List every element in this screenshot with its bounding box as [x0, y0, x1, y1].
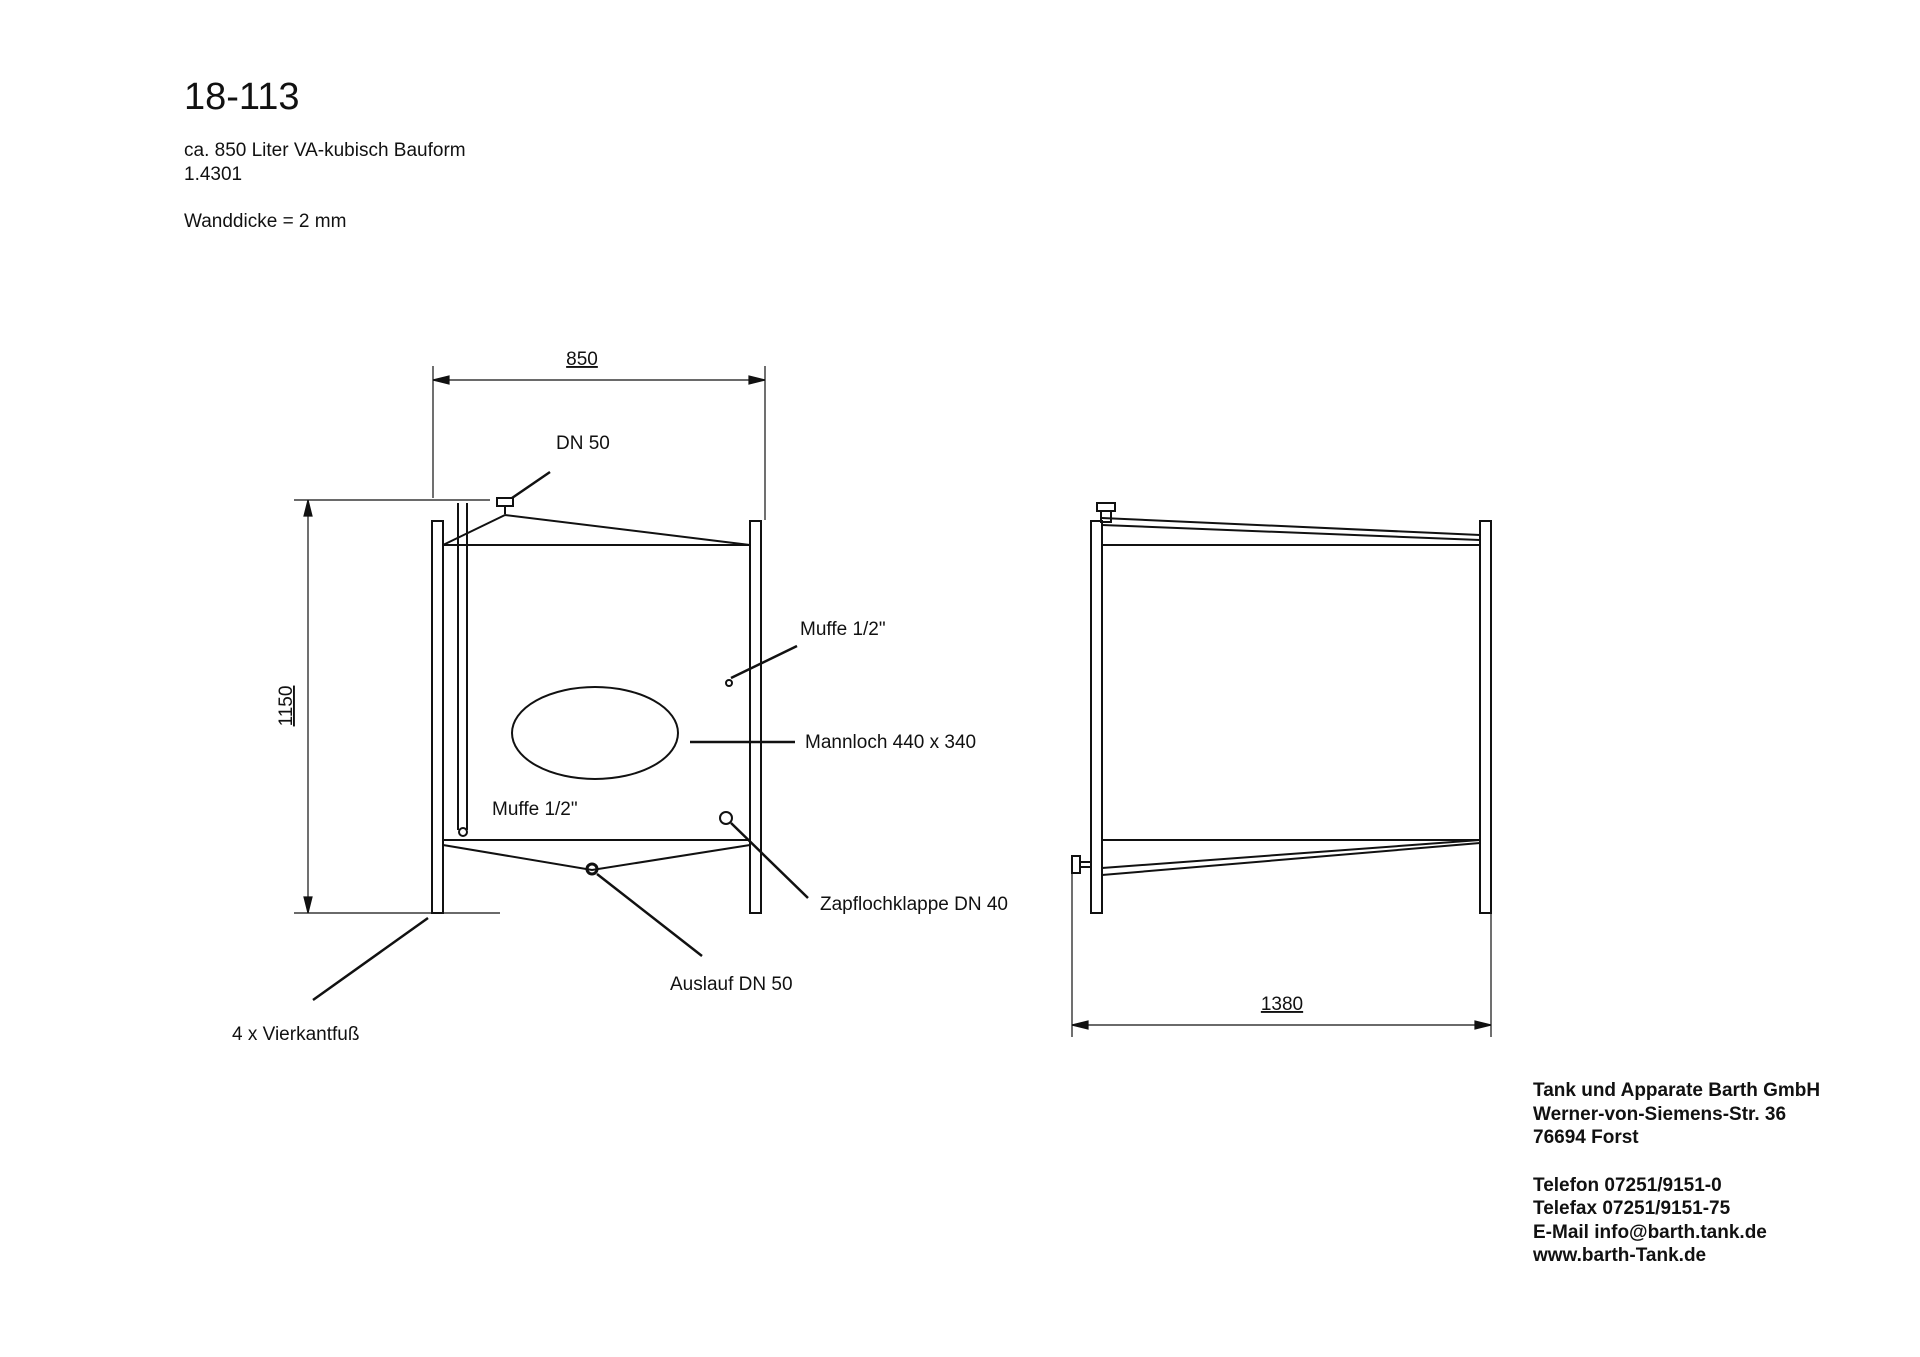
sloped-roof [442, 513, 751, 546]
outlet [585, 862, 599, 876]
front-view: 850 1150 DN 50 Muffe 1/2" [232, 349, 1008, 1045]
side-left-leg [1090, 520, 1103, 914]
company-city: 76694 Forst [1533, 1127, 1639, 1148]
company-name: Tank und Apparate Barth GmbH [1533, 1080, 1821, 1101]
front-right-leg [749, 520, 762, 914]
tap-valve-leader [730, 822, 809, 899]
socket-upper-leader [730, 644, 798, 680]
tap-valve-label: Zapflochklappe DN 40 [820, 894, 1008, 915]
length-dimension-label: 1380 [1261, 994, 1303, 1015]
height-dimension [294, 499, 500, 914]
top-nozzle-leader [511, 470, 551, 500]
length-dimension [1071, 873, 1492, 1037]
top-nozzle [496, 497, 514, 507]
wall-thickness: Wanddicke = 2 mm [184, 211, 347, 232]
drawing-number: 18-113 [184, 76, 300, 118]
socket-lower-label: Muffe 1/2" [492, 799, 578, 820]
width-dimension [432, 366, 766, 520]
side-view: 1380 [1071, 502, 1492, 1037]
side-roof-upper [1101, 517, 1481, 536]
side-bottom-slope [1101, 839, 1481, 869]
side-bottom-slope-2 [1101, 842, 1481, 876]
side-roof-lower [1101, 524, 1481, 541]
tap-valve [719, 811, 733, 825]
company-web: www.barth-Tank.de [1533, 1245, 1707, 1266]
socket-lower [458, 827, 468, 837]
company-fax: Telefax 07251/9151-75 [1533, 1198, 1731, 1219]
outlet-label: Auslauf DN 50 [670, 974, 793, 995]
width-dimension-label: 850 [566, 349, 598, 370]
feet-leader [312, 916, 429, 1002]
company-phone: Telefon 07251/9151-0 [1533, 1174, 1722, 1196]
side-right-leg [1479, 520, 1492, 914]
outlet-leader [596, 873, 703, 957]
side-top-nozzle [1096, 502, 1116, 512]
company-street: Werner-von-Siemens-Str. 36 [1533, 1103, 1787, 1125]
side-outlet [1071, 855, 1081, 874]
top-nozzle-label: DN 50 [556, 433, 610, 454]
front-left-leg [431, 520, 444, 914]
height-dimension-label: 1150 [276, 686, 297, 727]
socket-upper [725, 679, 733, 687]
company-email: E-Mail info@barth.tank.de [1533, 1221, 1767, 1243]
material-code: 1.4301 [184, 164, 243, 185]
socket-upper-label: Muffe 1/2" [800, 619, 886, 640]
drawing-description: ca. 850 Liter VA-kubisch Bauform [184, 140, 466, 161]
feet-label: 4 x Vierkantfuß [232, 1024, 359, 1045]
manhole-label: Mannloch 440 x 340 [805, 732, 976, 753]
conical-bottom [442, 844, 751, 872]
company-info: Tank und Apparate Barth GmbH Werner-von-… [1533, 1079, 1820, 1268]
manhole [511, 686, 679, 780]
